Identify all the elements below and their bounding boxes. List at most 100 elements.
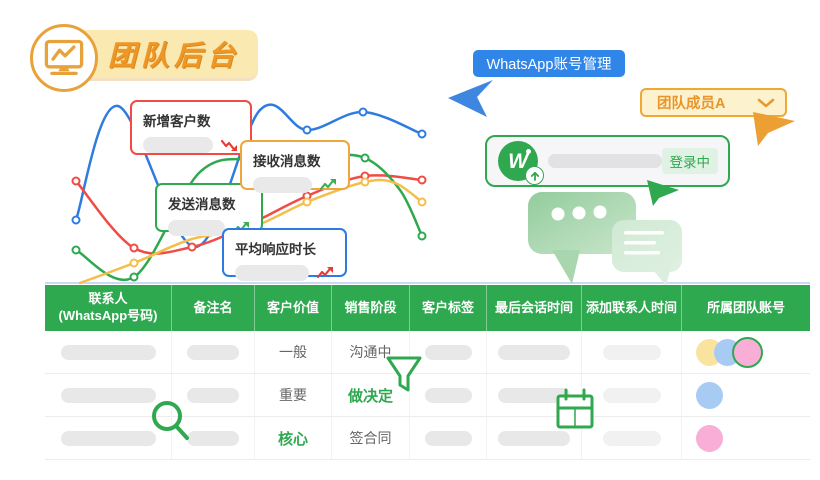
cell-text: 核心 xyxy=(277,430,308,448)
cell-placeholder xyxy=(45,417,172,459)
cell-placeholder xyxy=(582,331,682,373)
placeholder-pill xyxy=(60,344,156,360)
cell-text: 沟通中 xyxy=(349,344,392,360)
metric-card-sent-messages: 发送消息数 xyxy=(155,183,263,236)
column-header-0: 联系人(WhatsApp号码) xyxy=(45,285,172,331)
team-account-dot xyxy=(732,336,763,368)
cell-value: 重要 xyxy=(255,374,332,416)
whatsapp-account-card[interactable]: W 登录中 xyxy=(485,135,730,187)
cell-value: 做决定 xyxy=(332,374,410,416)
cell-placeholder xyxy=(410,374,487,416)
cell-value: 一般 xyxy=(255,331,332,373)
trend-up-icon xyxy=(320,179,336,191)
login-status-badge: 登录中 xyxy=(661,148,718,174)
page-title: 团队后台 xyxy=(108,40,241,71)
trend-up-icon xyxy=(317,267,333,279)
cell-placeholder xyxy=(45,331,172,373)
cell-text: 一般 xyxy=(279,344,307,360)
account-number-placeholder xyxy=(548,154,662,168)
whatsapp-account-manage-button[interactable]: WhatsApp账号管理 xyxy=(473,50,625,77)
cell-text: 做决定 xyxy=(347,387,393,405)
cell-placeholder xyxy=(487,417,582,459)
chart-point-avg-response-time xyxy=(71,215,81,225)
chart-point-new-customers xyxy=(360,171,370,181)
whatsapp-logo-icon: W xyxy=(498,141,544,185)
column-header-1: 备注名 xyxy=(172,285,255,331)
team-account-dot xyxy=(696,424,723,452)
chart-point-received-messages xyxy=(360,177,370,187)
placeholder-pill xyxy=(602,344,661,360)
cell-placeholder xyxy=(172,374,255,416)
chart-point-received-messages xyxy=(129,258,139,268)
metric-card-avg-response-time: 平均响应时长 xyxy=(222,228,347,281)
chat-bubble-large xyxy=(528,192,636,284)
metric-card-new-customers: 新增客户数 xyxy=(130,100,252,155)
table-row: 重要 做决定 xyxy=(45,374,810,417)
chart-point-new-customers xyxy=(417,175,427,185)
placeholder-pill xyxy=(60,430,156,446)
column-header-4: 客户标签 xyxy=(410,285,487,331)
chart-point-new-customers xyxy=(71,176,81,186)
metric-card-label: 新增客户数 xyxy=(143,114,211,129)
table-header-row: 联系人(WhatsApp号码)备注名客户价值销售阶段客户标签最后会话时间添加联系… xyxy=(45,285,810,331)
team-account-dot xyxy=(696,381,723,409)
chart-point-sent-messages xyxy=(129,272,139,282)
column-header-7: 所属团队账号 xyxy=(682,285,810,331)
metric-card-label: 发送消息数 xyxy=(168,197,236,212)
table-row: 一般 沟通中 xyxy=(45,331,810,374)
cell-text: 重要 xyxy=(279,387,307,403)
chart-point-new-customers xyxy=(302,191,312,201)
chart-point-new-customers xyxy=(187,242,197,252)
placeholder-pill xyxy=(424,387,472,403)
metric-card-label: 接收消息数 xyxy=(253,154,321,169)
column-header-5: 最后会话时间 xyxy=(487,285,582,331)
chart-point-avg-response-time xyxy=(417,129,427,139)
cell-placeholder xyxy=(487,374,582,416)
cell-value: 核心 xyxy=(255,417,332,459)
placeholder-pill xyxy=(424,430,472,446)
cell-placeholder xyxy=(582,417,682,459)
cell-text: 签合同 xyxy=(349,430,392,446)
team-member-dropdown[interactable]: 团队成员A xyxy=(640,88,787,117)
chart-point-received-messages xyxy=(302,197,312,207)
placeholder-pill xyxy=(187,430,239,446)
whatsapp-logo-letter: W xyxy=(508,149,528,173)
chart-point-sent-messages xyxy=(360,153,370,163)
chart-point-new-customers xyxy=(129,243,139,253)
chart-point-sent-messages xyxy=(417,231,427,241)
chart-point-received-messages xyxy=(417,197,427,207)
placeholder-pill xyxy=(498,387,570,403)
column-header-2: 客户价值 xyxy=(255,285,332,331)
cell-placeholder xyxy=(410,331,487,373)
placeholder-pill xyxy=(187,387,239,403)
cell-placeholder xyxy=(410,417,487,459)
chat-bubble-small xyxy=(612,220,682,286)
cell-placeholder xyxy=(172,331,255,373)
placeholder-pill xyxy=(602,430,661,446)
cell-value: 沟通中 xyxy=(332,331,410,373)
placeholder-pill xyxy=(424,344,472,360)
team-member-dropdown-value: 团队成员A xyxy=(657,96,726,112)
cloud-upload-icon xyxy=(525,166,544,185)
cell-placeholder xyxy=(172,417,255,459)
table-body: 一般 沟通中重要 做决定核心 签合同 xyxy=(45,331,810,460)
chart-point-avg-response-time xyxy=(358,107,368,117)
chart-point-avg-response-time xyxy=(302,125,312,135)
placeholder-pill xyxy=(602,387,661,403)
metric-value-placeholder xyxy=(235,265,309,281)
placeholder-pill xyxy=(498,430,570,446)
placeholder-pill xyxy=(498,344,570,360)
metric-card-received-messages: 接收消息数 xyxy=(240,140,350,193)
placeholder-pill xyxy=(60,387,156,403)
metric-value-placeholder xyxy=(168,220,225,236)
column-header-6: 添加联系人时间 xyxy=(582,285,682,331)
placeholder-pill xyxy=(187,344,239,360)
cell-placeholder xyxy=(487,331,582,373)
team-account-dots xyxy=(682,331,810,373)
cursor-arrow-orange-icon xyxy=(753,112,795,146)
team-account-dots xyxy=(682,417,810,459)
chart-point-sent-messages xyxy=(71,245,81,255)
metric-value-placeholder xyxy=(253,177,312,193)
cell-placeholder xyxy=(582,374,682,416)
